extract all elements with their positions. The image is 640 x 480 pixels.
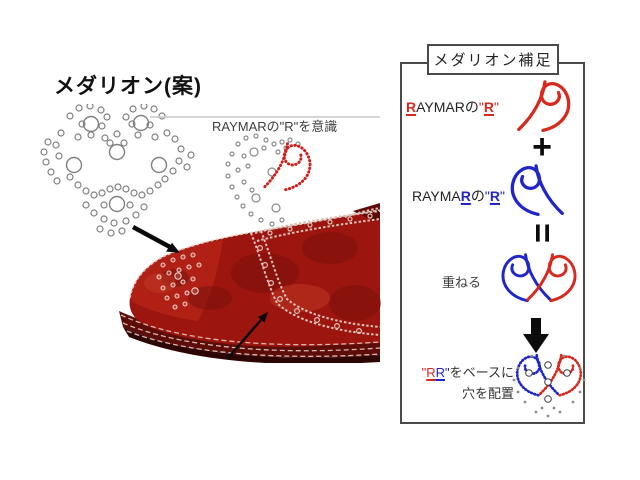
- r-annotation-label: RAYMARの"R"を意識: [212, 119, 338, 134]
- supplement-panel-title: メダリオン補足: [427, 44, 559, 75]
- plus-sign: +: [532, 127, 552, 166]
- overlapped-rr-icon: [501, 253, 577, 303]
- overlap-label: 重ねる: [442, 275, 482, 290]
- blue-r-curve-icon: [510, 164, 564, 217]
- red-r-dot-design-icon: [225, 133, 312, 227]
- equals-sign: =: [523, 223, 562, 243]
- raymar-red-r-label: RAYMARの"R": [406, 99, 499, 115]
- raymar-blue-r-label: RAYMARの"R": [412, 188, 505, 204]
- down-arrow-icon: [523, 318, 549, 353]
- result-label: "RR"をベースに 穴を配置: [421, 365, 514, 402]
- page-title: メダリオン(案): [54, 75, 202, 98]
- medallion-dot-pattern-icon: [40, 104, 195, 237]
- holes-placement-icon: [512, 353, 586, 418]
